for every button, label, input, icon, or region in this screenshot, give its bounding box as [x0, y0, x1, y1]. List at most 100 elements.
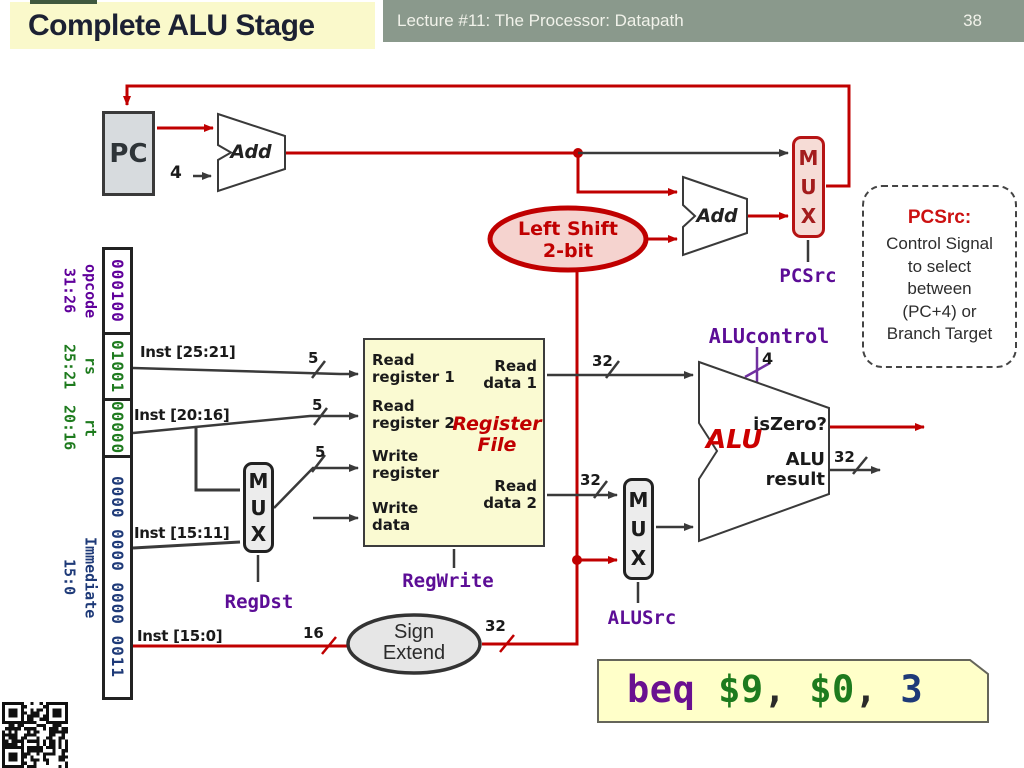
register-file-title-line1: Register: [452, 413, 542, 435]
sign-extend-line1: Sign: [393, 621, 435, 643]
rf-write-data: Write data: [372, 499, 419, 534]
lecture-title: Lecture #11: The Processor: Datapath: [397, 11, 684, 30]
alu-result-line1: ALU: [785, 449, 825, 470]
width-4-aluctl: 4: [762, 349, 774, 368]
left-shift-line1: Left Shift: [517, 218, 619, 240]
alucontrol-label: ALUcontrol: [708, 324, 830, 348]
wire-inst25-21: [132, 366, 359, 378]
alucontrol-wire: [744, 347, 771, 384]
left-shift-line2: 2-bit: [542, 239, 594, 262]
page-number: 38: [963, 11, 982, 30]
beq-reg1: $9: [695, 668, 764, 711]
pcsrc-mux: M U X: [792, 136, 825, 238]
opcode-name: opcode: [81, 263, 100, 319]
pcsrc-note-line1: Control Signal: [886, 234, 993, 253]
sign-extend-line2: Extend: [382, 642, 446, 664]
mux-letter-m: M: [248, 469, 269, 494]
width-32-rd2: 32: [580, 471, 601, 489]
mux-letter-x: X: [630, 546, 647, 570]
mux-letter-u: U: [800, 175, 817, 199]
mux-letter-m: M: [628, 488, 649, 512]
field-rt: 20:16 rt: [60, 398, 100, 458]
immediate-bits: 0000 0000 0000 0011: [108, 476, 127, 679]
ireg-immediate-cell: 0000 0000 0000 0011: [102, 455, 133, 700]
rs-name: rs: [81, 357, 100, 376]
mux-letter-x: X: [250, 521, 267, 546]
slash-32a: [605, 360, 620, 379]
width-32-rd1: 32: [592, 352, 613, 370]
adder2-shape: [682, 175, 748, 257]
rs-bits: 01001: [108, 339, 127, 394]
register-file-title: Register File: [447, 414, 547, 456]
width-5-b: 5: [312, 396, 323, 414]
qr-code: [2, 702, 68, 768]
beq-mnemonic: beq: [627, 668, 696, 711]
adder1-label: Add: [230, 141, 272, 163]
regdst-label: RegDst: [224, 591, 294, 613]
inst-20-16-label: Inst [20:16]: [134, 406, 230, 424]
pcsrc-note: PCSrc: Control Signal to select between …: [862, 185, 1017, 368]
register-file-box: [363, 338, 545, 547]
register-file-title-line2: File: [477, 433, 517, 456]
beq-offset: 3: [900, 668, 924, 711]
wire-inst20-16: [132, 412, 359, 435]
width-16: 16: [303, 624, 324, 642]
inst-15-0-label: Inst [15:0]: [137, 627, 223, 645]
pcsrc-note-title: PCSrc:: [907, 207, 972, 228]
width-32-res: 32: [834, 448, 855, 466]
rt-name: rt: [81, 418, 100, 438]
mux-letter-u: U: [250, 495, 267, 520]
immediate-range: 15:0: [60, 559, 79, 596]
pcsrc-note-line5: Branch Target: [886, 324, 993, 344]
width-5-c: 5: [315, 443, 326, 461]
alusrc-mux: M U X: [623, 478, 654, 580]
sign-extend-ellipse: [346, 613, 482, 675]
opcode-bits: 000100: [108, 259, 127, 323]
inst-25-21-label: Inst [25:21]: [140, 343, 236, 361]
rf-read-data-1: Read data 1: [483, 357, 537, 392]
beq-reg2: $0: [809, 668, 855, 711]
rf-read-register-2: Read register 2: [372, 397, 455, 432]
rs-range: 25:21: [60, 343, 79, 390]
wire-inst15-11: [132, 540, 241, 550]
pcsrc-label: PCSrc: [779, 265, 837, 287]
pcsrc-note-line2: to select: [907, 256, 972, 276]
wire-rt-to-regdst-mux: [194, 426, 240, 492]
decorative-sliver: [30, 0, 97, 4]
left-shift-label: Left Shift 2-bit: [500, 218, 636, 263]
slash-32b: [593, 480, 608, 499]
header-band: Lecture #11: The Processor: Datapath 38: [383, 0, 1024, 42]
pcsrc-note-line4: (PC+4) or: [902, 301, 977, 321]
alu-iszero-label: isZero?: [753, 414, 827, 435]
regwrite-label: RegWrite: [402, 570, 494, 592]
instruction-note-shape: [597, 659, 989, 723]
wire-regdst-to-writereg: [273, 464, 359, 509]
field-opcode: 31:26 opcode: [61, 247, 100, 335]
const-4: 4: [170, 163, 182, 183]
width-5-a: 5: [308, 349, 319, 367]
adder1-shape: [217, 112, 286, 193]
mux-letter-x: X: [800, 204, 817, 228]
alu-shape: [698, 360, 830, 543]
slash-5a: [311, 360, 326, 379]
wire-pc4-to-add2: [576, 153, 678, 196]
pcsrc-note-line3: between: [907, 279, 972, 299]
adder2-label: Add: [696, 205, 738, 227]
ireg-rt-cell: 00000: [102, 398, 133, 458]
beq-sep1: ,: [763, 668, 810, 711]
mux-letter-m: M: [798, 146, 819, 170]
rt-range: 20:16: [60, 405, 79, 451]
left-shift-ellipse: [487, 205, 649, 273]
qr-code-image: [2, 702, 68, 768]
pc-label: PC: [109, 138, 148, 169]
inst-15-11-label: Inst [15:11]: [134, 524, 230, 542]
wire-branch-feedback-to-pc: [123, 84, 851, 188]
rt-bits: 00000: [108, 401, 127, 455]
alu-result-label: ALU result: [740, 450, 825, 490]
field-immediate: 15:0 Immediate: [60, 455, 100, 700]
alu-label: ALU: [706, 425, 763, 455]
alu-result-line2: result: [765, 468, 825, 490]
ireg-rs-cell: 01001: [102, 332, 133, 401]
